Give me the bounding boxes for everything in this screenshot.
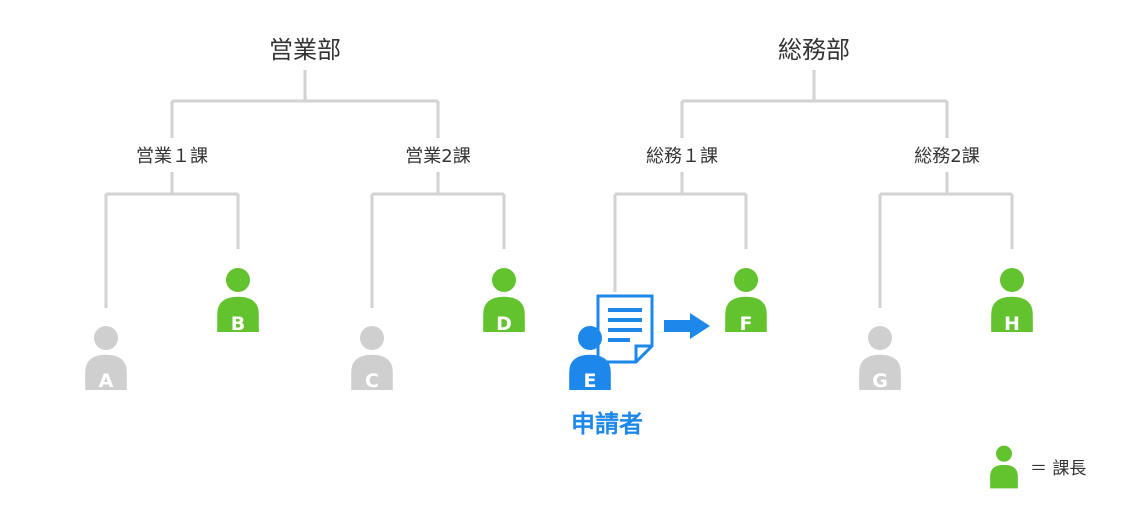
person-manager-b: B <box>217 268 259 335</box>
person-staff-c: C <box>351 326 393 392</box>
document-icon <box>596 294 654 364</box>
person-applicant-e: E <box>569 326 611 392</box>
section-title-sales-2: 営業2課 <box>405 146 470 167</box>
svg-text:B: B <box>231 313 245 335</box>
svg-text:H: H <box>1004 313 1020 335</box>
svg-text:C: C <box>365 370 379 392</box>
svg-text:E: E <box>584 370 597 392</box>
person-manager-h: H <box>991 268 1033 335</box>
section-title-general-affairs-1: 総務１課 <box>646 146 718 167</box>
person-manager-d: D <box>483 268 525 335</box>
section-title-general-affairs-2: 総務2課 <box>914 146 979 167</box>
dept-title-general-affairs: 総務部 <box>778 36 850 64</box>
person-staff-a: A <box>85 326 127 392</box>
person-staff-g: G <box>859 326 901 392</box>
svg-text:D: D <box>496 313 512 335</box>
person-manager-f: F <box>725 268 767 335</box>
connector-lines <box>104 70 1014 308</box>
svg-text:A: A <box>99 370 114 392</box>
arrow-right-icon <box>664 313 710 339</box>
svg-text:F: F <box>740 313 753 335</box>
section-title-sales-1: 営業１課 <box>136 146 208 167</box>
dept-title-sales: 営業部 <box>269 36 341 64</box>
svg-text:G: G <box>872 370 888 392</box>
legend: ＝ 課長 <box>990 445 1086 489</box>
person-icon <box>990 445 1018 489</box>
legend-text: ＝ 課長 <box>1030 459 1086 479</box>
applicant-label: 申請者 <box>571 410 643 438</box>
